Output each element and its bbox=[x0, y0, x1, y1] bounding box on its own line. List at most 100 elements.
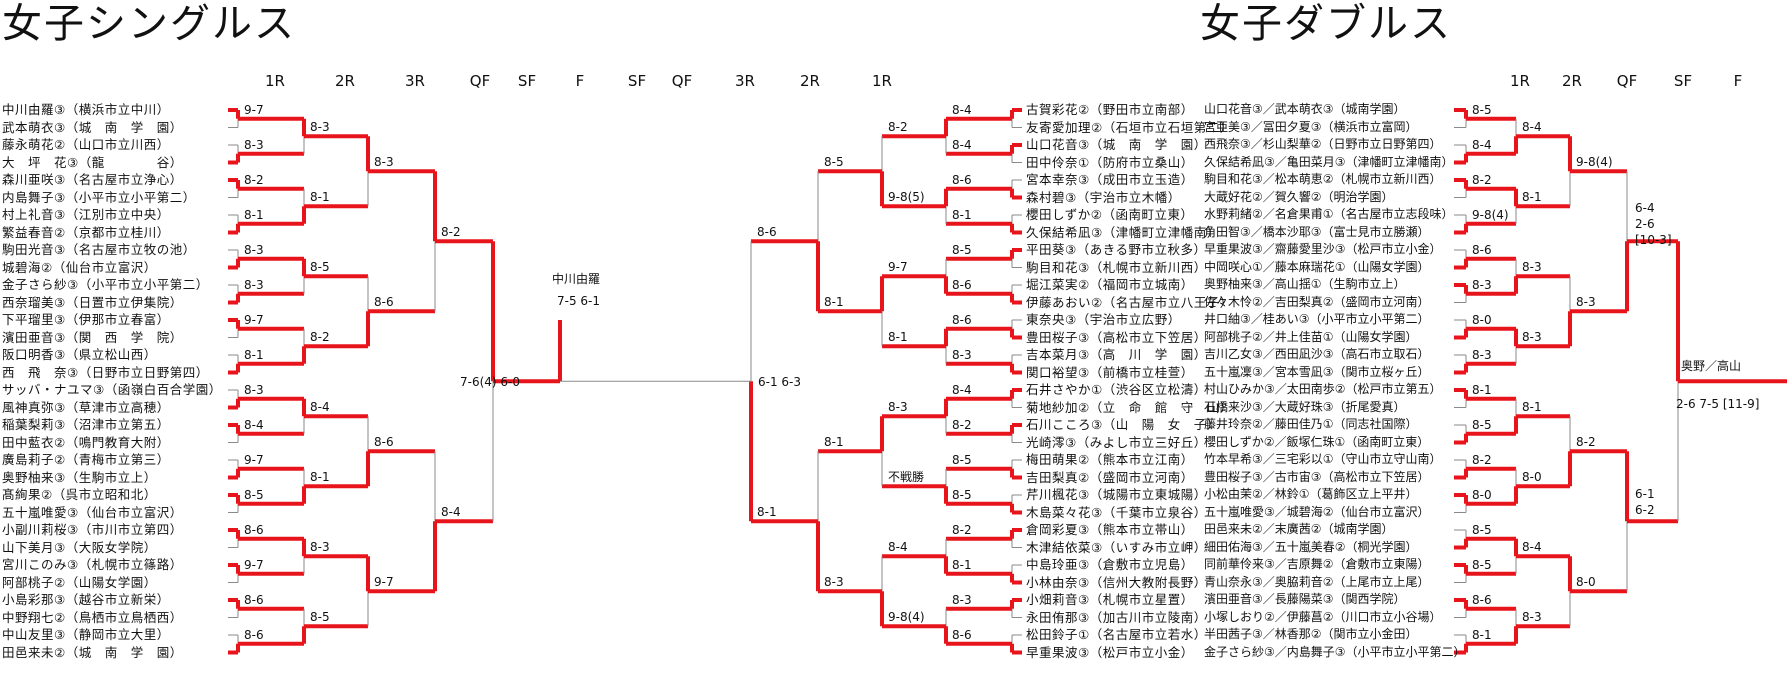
match-score: 8-3 bbox=[1522, 610, 1542, 625]
pair-name: 小松由茉②／林鈴①（葛飾区立上平井） bbox=[1204, 487, 1418, 501]
player-name: 下平瑠里③（伊那市立春富） bbox=[2, 312, 170, 327]
player-name: 木津結依菜③（いすみ市立岬） bbox=[1026, 539, 1207, 555]
pair-name: 阿部桃子②／井上佳苗①（山陽女学園） bbox=[1204, 329, 1418, 344]
match-score: 8-1 bbox=[1472, 627, 1492, 642]
match-score: 9-7 bbox=[244, 312, 264, 327]
pair-name: 佐々木怜②／吉田梨真②（盛岡市立河南） bbox=[1204, 294, 1430, 309]
pair-name: 大蔵好花②／賀久響②（明治学園） bbox=[1204, 189, 1394, 204]
match-score: 8-3 bbox=[1472, 347, 1492, 362]
round-header: 1R bbox=[872, 72, 892, 90]
pair-name: 中岡咲心①／藤本麻瑞花①（山陽女学園） bbox=[1204, 259, 1430, 274]
player-name: 田中伶奈①（防府市立桑山） bbox=[1026, 154, 1194, 170]
player-name: 大 坪 花③（龍 谷） bbox=[2, 154, 183, 170]
player-name: 髙絢果②（呉市立昭和北） bbox=[2, 487, 157, 502]
player-name: 繁益春音②（京都市立桂川） bbox=[2, 224, 170, 240]
pair-name: 村山ひみか③／太田南歩②（松戸市立第五） bbox=[1204, 382, 1442, 396]
player-name: 菊地紗加②（立 命 館 守 山） bbox=[1026, 399, 1233, 415]
match-score: 8-2 bbox=[1472, 452, 1492, 467]
pair-name: 細田佑海③／五十嵐美春②（桐光学園） bbox=[1204, 539, 1418, 554]
match-score: 8-2 bbox=[952, 417, 972, 432]
round-header: QF bbox=[671, 72, 693, 90]
match-score: 8-3 bbox=[1576, 295, 1596, 310]
player-name: 伊藤あおい②（名古屋市立八王子） bbox=[1026, 294, 1233, 310]
match-score: 9-8(4) bbox=[888, 610, 925, 625]
match-score: 8-4 bbox=[441, 505, 461, 520]
pair-name: 早重果波③／齋藤愛里沙③（松戸市立小金） bbox=[1204, 242, 1442, 256]
match-score: 8-1 bbox=[1522, 400, 1542, 415]
pair-name: 金子さら紗③／内島舞子③（小平市立小平第二） bbox=[1204, 644, 1466, 659]
match-score: 8-1 bbox=[1522, 190, 1542, 205]
player-name: 田邑来未②（城 南 学 園） bbox=[2, 644, 183, 660]
match-score: 不戦勝 bbox=[888, 470, 925, 485]
match-score: 8-4 bbox=[310, 400, 330, 415]
player-name: 西 飛 奈③（日野市立日野第四） bbox=[2, 364, 209, 380]
semifinal-score: [10-3] bbox=[1635, 233, 1672, 248]
match-score: 8-3 bbox=[310, 540, 330, 555]
pair-name: 櫻田しずか②／飯塚仁珠①（函南町立東） bbox=[1204, 434, 1430, 449]
match-score: 8-5 bbox=[952, 452, 972, 467]
match-score: 8-5 bbox=[1472, 417, 1492, 432]
round-header: SF bbox=[517, 72, 537, 90]
final-score: 7-5 6-1 bbox=[557, 294, 601, 308]
match-score: 8-6 bbox=[374, 435, 394, 450]
match-score: 8-3 bbox=[310, 120, 330, 135]
match-score: 8-5 bbox=[310, 260, 330, 275]
player-name: 宮川このみ③（札幌市立篠路） bbox=[2, 557, 183, 572]
match-score: 8-2 bbox=[1576, 435, 1596, 450]
player-name: 森川亜咲③（名古屋市立浄心） bbox=[2, 172, 183, 187]
pair-name: 角田智③／橋本沙耶③（富士見市立勝瀬） bbox=[1204, 224, 1430, 239]
match-score: 8-6 bbox=[374, 295, 394, 310]
player-name: 小畑莉音③（札幌市立星置） bbox=[1026, 592, 1194, 607]
match-score: 8-3 bbox=[952, 347, 972, 362]
match-score: 8-4 bbox=[1522, 120, 1542, 135]
player-name: 廣島莉子②（青梅市立第三） bbox=[2, 452, 170, 467]
match-score: 9-7 bbox=[244, 557, 264, 572]
player-name: 東奈央③（宇治市立広野） bbox=[1026, 312, 1181, 327]
player-name: 中川由羅③（横浜市立中川） bbox=[2, 102, 170, 117]
player-name: 光崎澪③（みよし市立三好丘） bbox=[1026, 434, 1207, 450]
player-name: 森村碧③（宇治市立木幡） bbox=[1026, 189, 1181, 205]
player-name: 風神真弥③（草津市立高穂） bbox=[2, 399, 170, 415]
player-name: 武本萌衣③（城 南 学 園） bbox=[2, 119, 183, 135]
player-name: 五十嵐唯愛③（仙台市立富沢） bbox=[2, 504, 183, 520]
pair-name: 藤井玲奈②／藤田佳乃①（同志社国際） bbox=[1204, 417, 1418, 431]
round-header: QF bbox=[1616, 72, 1638, 90]
pair-name: 駒目和花③／松本萌恵②（札幌市立新川西） bbox=[1204, 172, 1442, 186]
champion-name: 奥野／高山 bbox=[1681, 359, 1742, 374]
match-score: 9-7 bbox=[244, 452, 264, 467]
player-name: 永田侑那③（加古川市立陵南） bbox=[1026, 609, 1207, 625]
match-score: 8-5 bbox=[244, 487, 264, 502]
match-score: 9-7 bbox=[244, 102, 264, 117]
player-name: 駒田光音③（名古屋市立牧の池） bbox=[2, 242, 196, 257]
semifinal-score: 6-1 6-3 bbox=[758, 375, 802, 390]
match-score: 9-7 bbox=[374, 575, 394, 590]
match-score: 8-5 bbox=[952, 487, 972, 502]
pair-name: 吉川乙女③／西田凪沙③（高石市立取石） bbox=[1204, 347, 1430, 361]
match-score: 9-8(4) bbox=[1472, 207, 1509, 222]
match-score: 8-4 bbox=[888, 540, 908, 555]
match-score: 9-8(4) bbox=[1576, 155, 1613, 170]
player-name: 小副川莉桜③（市川市立第四） bbox=[2, 522, 183, 537]
match-score: 8-4 bbox=[952, 382, 972, 397]
pair-name: 半田茜子③／林香那②（関市立小金田） bbox=[1204, 627, 1418, 641]
match-score: 8-1 bbox=[888, 330, 908, 345]
player-name: 石井さやか①（渋谷区立松濤） bbox=[1026, 382, 1207, 397]
pair-name: 田邑来未②／末廣茜②（城南学園） bbox=[1204, 522, 1394, 536]
player-name: 久保結希凪③（津幡町立津幡南） bbox=[1026, 224, 1220, 240]
match-score: 8-4 bbox=[952, 137, 972, 152]
match-score: 8-5 bbox=[952, 242, 972, 257]
match-score: 8-3 bbox=[1522, 260, 1542, 275]
pair-name: 久保結希凪③／亀田菜月③（津幡町立津幡南） bbox=[1204, 154, 1454, 169]
match-score: 8-4 bbox=[244, 417, 264, 432]
pair-name: 山口花音③／武本萌衣③（城南学園） bbox=[1204, 102, 1406, 116]
match-score: 8-1 bbox=[952, 207, 972, 222]
round-header: SF bbox=[627, 72, 647, 90]
player-name: 中山友里③（静岡市立大里） bbox=[2, 627, 170, 642]
match-score: 8-3 bbox=[244, 382, 264, 397]
match-score: 8-6 bbox=[244, 592, 264, 607]
semifinal-score: 2-6 bbox=[1635, 217, 1655, 232]
match-score: 8-1 bbox=[824, 295, 844, 310]
player-name: 吉本菜月③（高 川 学 園） bbox=[1026, 347, 1207, 362]
match-score: 8-6 bbox=[1472, 592, 1492, 607]
